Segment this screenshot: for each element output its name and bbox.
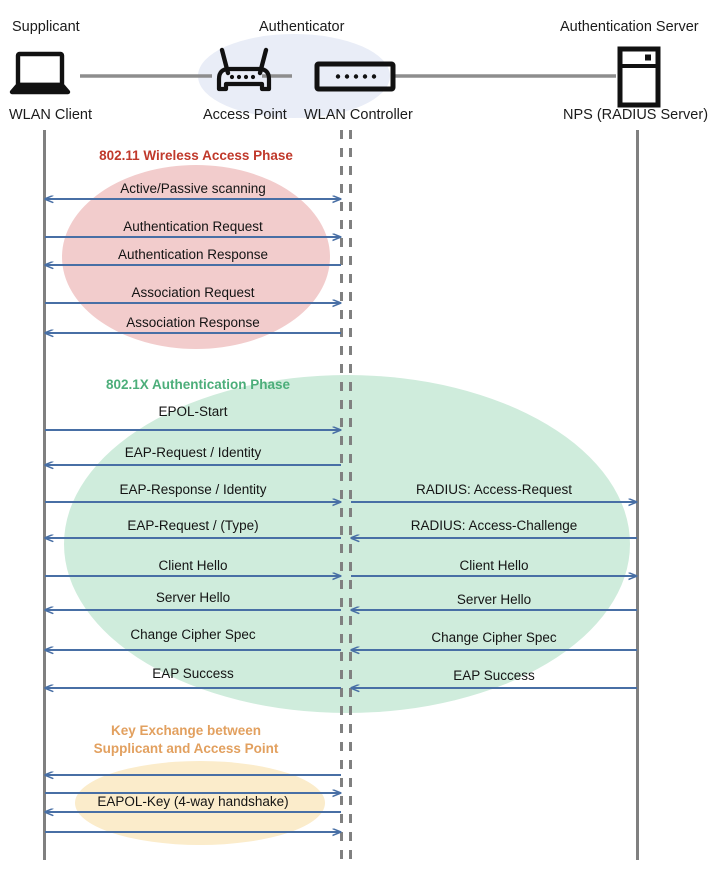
msg-label-change-cipher-spec-right: Change Cipher Spec xyxy=(431,630,557,645)
node-label-nps-radius-server: NPS (RADIUS Server) xyxy=(563,107,709,123)
msg-label-eap-request-identity: EAP-Request / Identity xyxy=(124,445,262,460)
phase-label-key-exchange-line1: Key Exchange between xyxy=(110,723,262,738)
msg-label-eap-response-identity: EAP-Response / Identity xyxy=(119,482,267,497)
msg-label-radius-access-challenge: RADIUS: Access-Challenge xyxy=(410,518,578,533)
node-label-wlan-client: WLAN Client xyxy=(9,107,92,123)
msg-label-client-hello-right: Client Hello xyxy=(459,558,529,573)
msg-label-authentication-request: Authentication Request xyxy=(123,219,263,234)
msg-label-change-cipher-spec-left: Change Cipher Spec xyxy=(130,627,256,642)
phase-label-802-11: 802.11 Wireless Access Phase xyxy=(99,148,293,163)
phase-label-key-exchange-line2: Supplicant and Access Point xyxy=(93,741,279,756)
laptop-icon xyxy=(9,51,71,95)
msg-label-server-hello-left: Server Hello xyxy=(155,590,231,605)
node-label-wlan-controller: WLAN Controller xyxy=(304,107,413,123)
server-icon xyxy=(617,46,661,108)
msg-label-eap-success-left: EAP Success xyxy=(152,666,234,681)
role-title-supplicant: Supplicant xyxy=(12,19,80,35)
msg-label-eap-request-type: EAP-Request / (Type) xyxy=(127,518,259,533)
msg-label-eap-success-right: EAP Success xyxy=(453,668,535,683)
node-label-access-point: Access Point xyxy=(203,107,287,123)
msg-label-active-passive-scanning: Active/Passive scanning xyxy=(120,181,266,196)
msg-label-association-request: Association Request xyxy=(131,285,255,300)
wlan-controller-icon xyxy=(314,61,396,92)
phase-label-802-1x: 802.1X Authentication Phase xyxy=(105,377,291,392)
left-message-arrows xyxy=(45,199,341,832)
ellipse-802-1x-phase xyxy=(64,375,630,713)
msg-label-radius-access-request: RADIUS: Access-Request xyxy=(415,482,573,497)
msg-label-eapol-key-4way: EAPOL-Key (4-way handshake) xyxy=(97,794,289,809)
msg-label-epol-start: EPOL-Start xyxy=(158,404,228,419)
msg-label-server-hello-right: Server Hello xyxy=(456,592,532,607)
role-title-authenticator: Authenticator xyxy=(259,19,345,35)
ellipse-authenticator-group xyxy=(198,34,390,118)
msg-label-association-response: Association Response xyxy=(126,315,260,330)
right-message-arrows xyxy=(351,502,637,688)
role-title-authentication-server: Authentication Server xyxy=(560,19,699,35)
msg-label-authentication-response: Authentication Response xyxy=(117,247,269,262)
ellipse-key-exchange-phase xyxy=(75,761,325,845)
msg-label-client-hello-left: Client Hello xyxy=(158,558,228,573)
access-point-icon xyxy=(216,47,272,92)
